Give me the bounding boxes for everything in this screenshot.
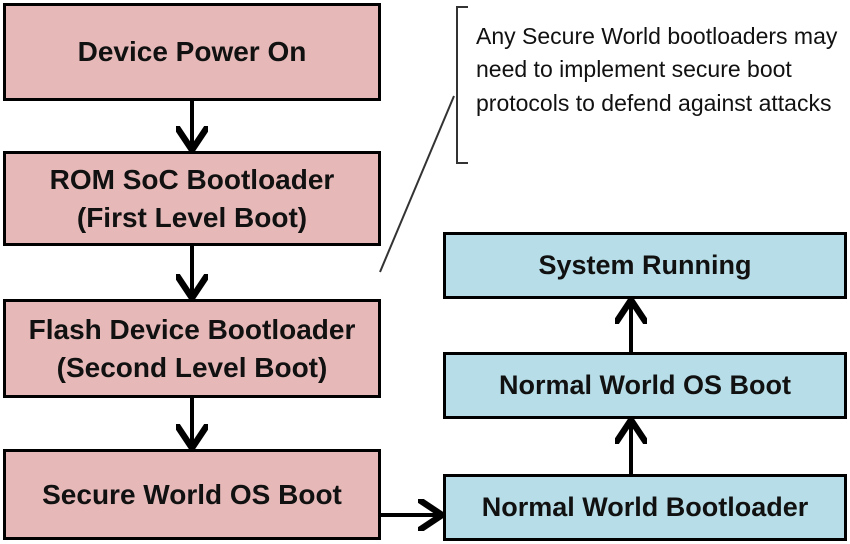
second-level-boot-label: (Second Level Boot) xyxy=(56,351,328,383)
first-level-boot-label: (First Level Boot) xyxy=(76,201,308,233)
note-bracket xyxy=(456,6,468,164)
flash-device-bootloader-label: Flash Device Bootloader xyxy=(28,313,356,345)
flash-device-bootloader-box: Flash Device Bootloader (Second Level Bo… xyxy=(3,299,381,398)
secure-world-os-boot-box: Secure World OS Boot xyxy=(3,449,381,540)
normal-world-os-boot-label: Normal World OS Boot xyxy=(498,370,791,401)
secure-world-os-boot-label: Secure World OS Boot xyxy=(42,478,342,510)
system-running-box: System Running xyxy=(443,232,847,299)
device-power-on-label: Device Power On xyxy=(77,36,307,68)
normal-world-bootloader-box: Normal World Bootloader xyxy=(443,474,847,541)
normal-world-os-boot-box: Normal World OS Boot xyxy=(443,352,847,419)
secure-boot-note: Any Secure World bootloaders may need to… xyxy=(476,23,838,116)
normal-world-bootloader-label: Normal World Bootloader xyxy=(481,492,809,523)
rom-soc-bootloader-label: ROM SoC Bootloader xyxy=(49,163,335,195)
callout-line xyxy=(379,95,455,273)
system-running-label: System Running xyxy=(538,250,752,281)
device-power-on-box: Device Power On xyxy=(3,3,381,101)
rom-soc-bootloader-box: ROM SoC Bootloader (First Level Boot) xyxy=(3,151,381,246)
